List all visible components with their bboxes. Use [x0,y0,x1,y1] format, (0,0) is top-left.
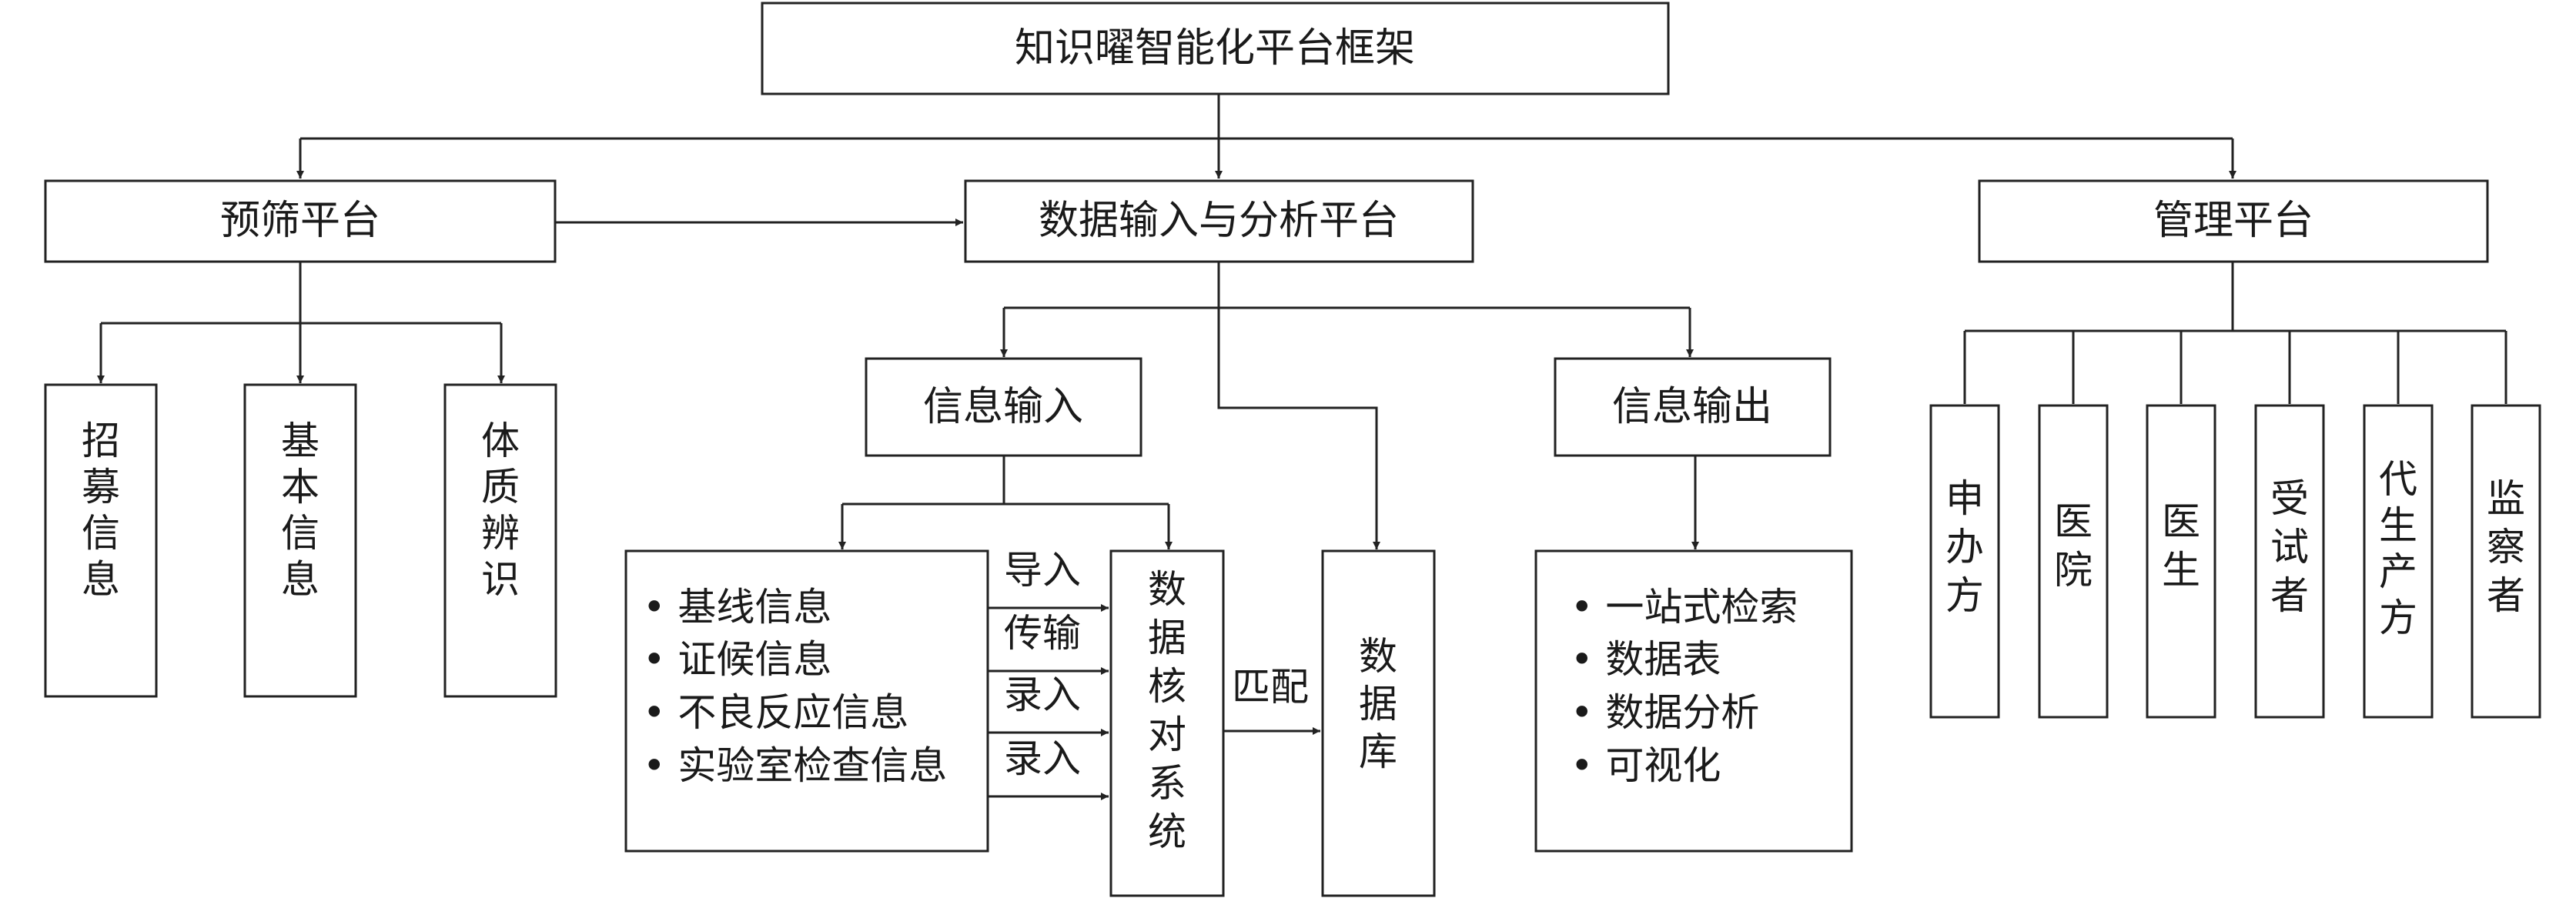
output-list-item: • 数据分析 [1571,690,1759,735]
screening-platform-title: 预筛平台 [220,198,380,244]
recruit-info-label: 招募信息 [82,419,120,602]
root-box [761,2,1670,95]
output-list-item: • 一站式检索 [1571,585,1798,629]
screening-platform-box [44,179,557,263]
label-char: 生 [2379,503,2417,548]
label-char: 数 [1148,567,1186,612]
label-char: 代 [2379,457,2417,502]
hospital-label: 医院 [2054,499,2093,593]
info-input-title: 信息输入 [923,384,1083,430]
output-list-item: • 可视化 [1571,743,1721,788]
basic-info-label: 基本信息 [281,419,319,602]
info-input-box [865,357,1142,457]
contract-manufacturer-box [2363,404,2434,719]
label-char: 本 [281,465,319,509]
doctor-box [2146,404,2216,719]
monitor-label: 监察者 [2487,476,2525,618]
label-char: 试 [2270,525,2309,569]
label-char: 者 [2270,573,2309,618]
input-list-item: • 实验室检查信息 [643,743,947,788]
label-char: 对 [1148,713,1186,757]
database-box [1321,549,1436,897]
transfer-label: 传输 [1004,611,1081,656]
checker-label: 数据核对系统 [1148,567,1186,854]
input-list-item: • 基线信息 [643,585,831,629]
label-char: 申 [1945,476,1984,521]
constitution-box [443,383,557,698]
label-char: 体 [481,419,520,463]
label-char: 据 [1148,616,1186,660]
label-char: 信 [82,511,120,556]
label-char: 息 [82,557,120,602]
label-char: 方 [2379,596,2417,640]
contract-manufacturer-label: 代生产方 [2379,457,2417,640]
checker-box [1109,549,1225,897]
label-char: 方 [1945,573,1984,618]
label-char: 识 [481,557,520,602]
input-list-box [624,549,989,853]
hospital-box [2038,404,2109,719]
output-list-item: • 数据表 [1571,637,1721,682]
label-char: 办 [1945,525,1984,569]
data-platform-box [964,179,1474,263]
management-platform-box [1978,179,2489,263]
label-char: 质 [481,465,520,509]
sponsor-box [1929,404,2000,719]
connectors [97,94,2507,800]
info-output-box [1554,357,1832,457]
label-char: 受 [2270,476,2309,521]
label-char: 医 [2054,499,2093,544]
entry-label-1: 录入 [1004,673,1081,717]
label-char: 察 [2487,525,2525,569]
database-label: 数据库 [1359,634,1397,774]
input-list-item: • 不良反应信息 [643,690,908,735]
label-char: 招 [82,419,120,463]
doctor-label: 医生 [2162,499,2200,593]
label-char: 者 [2487,573,2525,618]
import-label: 导入 [1004,548,1081,593]
label-char: 统 [1148,810,1186,854]
label-char: 系 [1148,761,1186,806]
recruit-info-box [44,383,158,698]
label-char: 院 [2054,548,2093,593]
input-list: • 基线信息 • 证候信息 • 不良反应信息 • 实验室检查信息 [643,585,947,788]
data-platform-title: 数据输入与分析平台 [1039,198,1399,244]
output-list-box [1534,549,1853,853]
basic-info-box [243,383,357,698]
input-list-item: • 证候信息 [643,637,831,682]
label-char: 据 [1359,682,1397,726]
management-platform-title: 管理平台 [2153,198,2313,244]
subject-box [2254,404,2325,719]
subject-label: 受试者 [2270,476,2309,618]
label-char: 基 [281,419,319,463]
root-title: 知识曜智能化平台框架 [1015,25,1415,72]
label-char: 库 [1359,729,1397,774]
sponsor-label: 申办方 [1945,476,1984,618]
label-char: 辨 [481,511,520,556]
label-char: 生 [2162,548,2200,593]
monitor-box [2471,404,2541,719]
label-char: 医 [2162,499,2200,544]
entry-label-2: 录入 [1004,736,1081,781]
label-char: 产 [2379,549,2417,594]
label-char: 核 [1148,664,1186,709]
label-char: 数 [1359,634,1397,679]
label-char: 监 [2487,476,2525,521]
label-char: 息 [281,557,319,602]
constitution-label: 体质辨识 [481,419,520,602]
data-to-database-arrow [1217,308,1380,549]
match-label: 匹配 [1232,665,1309,709]
label-char: 信 [281,511,319,556]
info-output-title: 信息输出 [1612,384,1772,430]
output-list: • 一站式检索 • 数据表 • 数据分析 • 可视化 [1571,585,1798,788]
label-char: 募 [82,465,120,509]
